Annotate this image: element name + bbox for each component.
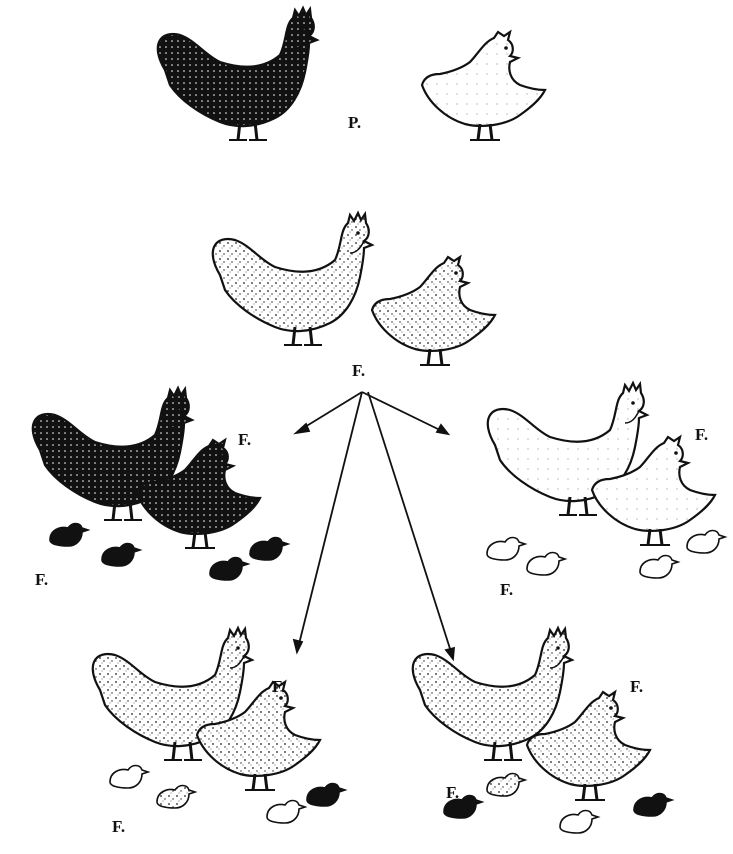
label-f2-dark-pair: F. [238, 430, 251, 449]
f2-dark-chicks [50, 524, 288, 581]
f1-hen [372, 257, 495, 365]
parent-rooster-dark [158, 8, 317, 140]
label-f2-white-chicks: F. [500, 580, 513, 599]
parent-hen-white [422, 32, 545, 140]
label-parents: P. [348, 113, 361, 132]
label-f1: F. [352, 361, 365, 380]
f1-rooster [213, 213, 372, 345]
f2-bottom-left-chicks [110, 766, 345, 824]
label-f2-dark-chicks: F. [35, 570, 48, 589]
label-f2-white-pair: F. [695, 425, 708, 444]
label-f2-bottom-right-pair: F. [630, 677, 643, 696]
label-f2-bottom-right-chicks: F. [446, 783, 459, 802]
label-f2-bottom-left-chicks: F. [112, 817, 125, 836]
inheritance-arrows [294, 392, 454, 659]
f2-white-chicks [487, 531, 725, 579]
label-f2-bottom-left-pair: F. [272, 677, 285, 696]
f2-bottom-right-chicks [444, 774, 672, 834]
